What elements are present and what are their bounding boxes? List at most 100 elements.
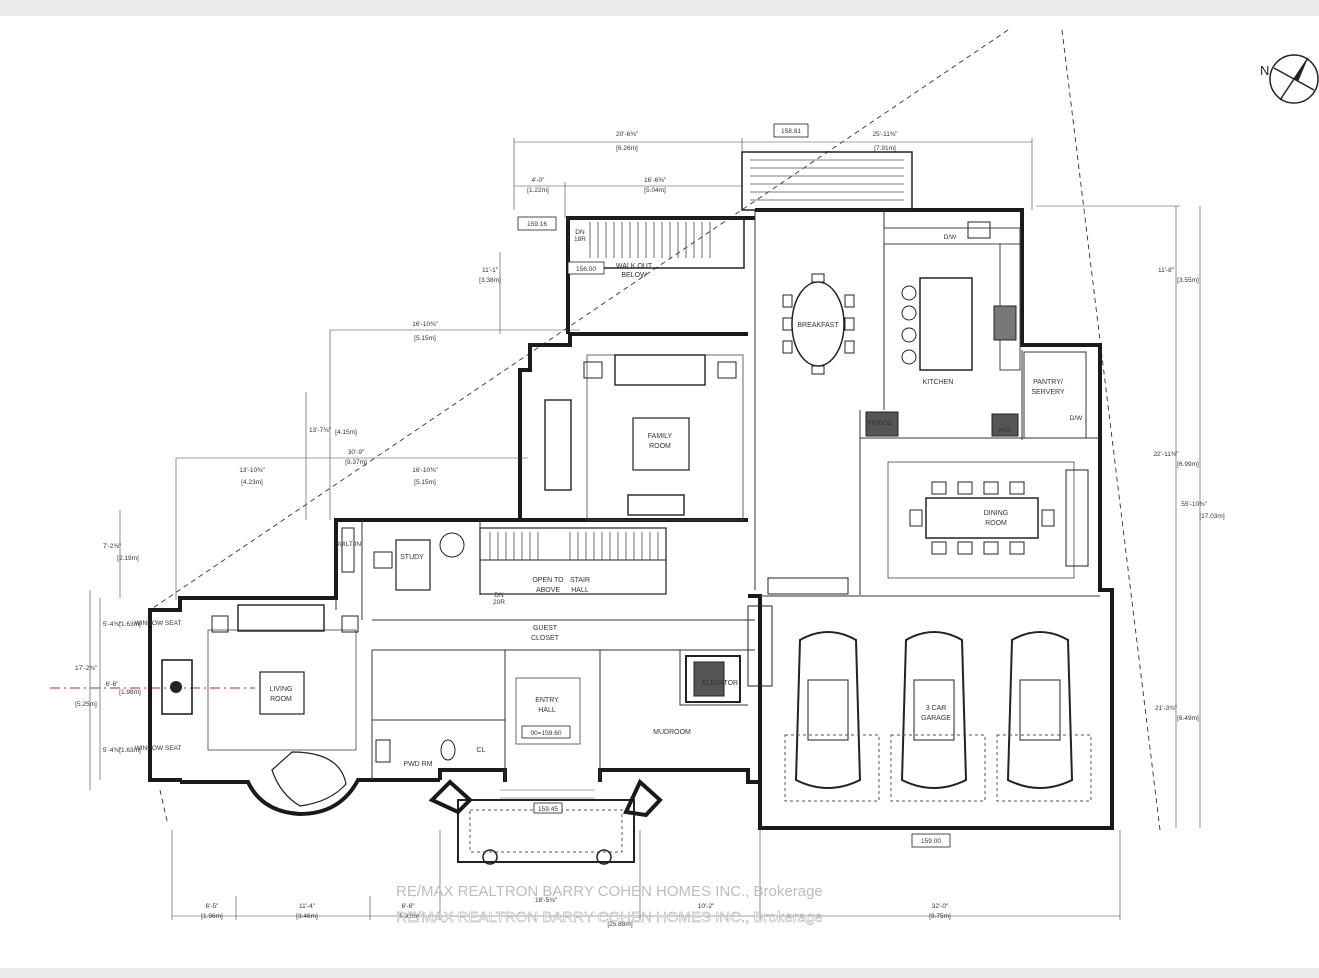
dim-30-9: 30'-9" bbox=[348, 449, 365, 456]
dim-32-0m: [9.75m] bbox=[929, 913, 951, 920]
garage-label-1: 3 CAR bbox=[926, 705, 947, 712]
dim-4-0m: [1.22m] bbox=[527, 187, 549, 194]
entry-rug bbox=[515, 677, 581, 745]
dim-16-6m: [5.04m] bbox=[644, 187, 666, 194]
window-seat-top: WINDOW SEAT bbox=[135, 620, 182, 627]
dim-7-2m: [2.19m] bbox=[117, 555, 139, 562]
walkout-elevation: 156.00 bbox=[576, 266, 596, 273]
dim-6-6am: [1.98m] bbox=[119, 689, 141, 696]
dim-6-6b: 6'-6" bbox=[402, 903, 416, 910]
guest-closet-label-2: CLOSET bbox=[531, 635, 560, 642]
study-label: STUDY bbox=[400, 554, 424, 561]
dim-55-10: 55'-10⅜" bbox=[1181, 501, 1207, 508]
dim-17-2m: [5.25m] bbox=[75, 701, 97, 708]
rear-deck-stairs: 158.81 bbox=[741, 123, 913, 211]
window-seat-bottom: WINDOW SEAT bbox=[135, 745, 182, 752]
entry-elevation-box bbox=[521, 725, 571, 739]
dim-32-0: 32'-0" bbox=[932, 903, 949, 910]
garage-label-2: GARAGE bbox=[921, 715, 951, 722]
built-in-label: BUILT-IN bbox=[335, 541, 362, 548]
dim-18-5: 18'-5⅜" bbox=[535, 897, 558, 904]
toilet-icon bbox=[440, 739, 456, 761]
north-label: N bbox=[1260, 63, 1269, 78]
north-arrow-icon: N bbox=[1260, 54, 1319, 104]
breakfast-label: BREAKFAST bbox=[797, 322, 839, 329]
dim-20-6m: [6.26m] bbox=[616, 145, 638, 152]
cl-label: CL bbox=[477, 747, 486, 754]
dim-13-7: 13'-7⅜" bbox=[309, 427, 332, 434]
dining-label-2: ROOM bbox=[985, 520, 1007, 527]
family-room-furniture bbox=[544, 354, 744, 521]
dim-25-11m: [7.91m] bbox=[874, 145, 896, 152]
dim-10-2: 10'-2" bbox=[698, 903, 715, 910]
dimension-lines bbox=[89, 138, 1201, 920]
pwd-label: PWD RM bbox=[403, 761, 432, 768]
dn-count: 18R bbox=[574, 236, 586, 243]
dim-5-4bm: [1.63m] bbox=[119, 747, 141, 754]
dim-6-5: 6'-5" bbox=[206, 903, 220, 910]
stair-elevation: 159.16 bbox=[527, 221, 547, 228]
dim-30-9m: [9.37m] bbox=[345, 459, 367, 466]
pantry-label-1: PANTRY/ bbox=[1033, 379, 1063, 386]
stair-hall-label-1: STAIR bbox=[570, 577, 590, 584]
dim-11-8m: [3.55m] bbox=[1177, 277, 1199, 284]
dim-25-11: 25'-11⅜" bbox=[872, 131, 898, 138]
dim-11-4m: [3.46m] bbox=[296, 913, 318, 920]
top-elevation: 158.81 bbox=[781, 128, 801, 135]
elevator-shaft bbox=[685, 655, 741, 703]
dining-table bbox=[767, 461, 1089, 595]
open-above-label-1: OPEN TO bbox=[532, 577, 564, 584]
dim-5-4am: [1.63m] bbox=[119, 621, 141, 628]
dw-label-2: D/W bbox=[1070, 415, 1084, 422]
living-room-furniture bbox=[161, 604, 359, 807]
dn2-count: 20R bbox=[493, 599, 505, 606]
garage-cars bbox=[747, 605, 1092, 802]
stair-hall-label-2: HALL bbox=[571, 587, 589, 594]
pantry-counter bbox=[1023, 351, 1087, 439]
elevator-car bbox=[693, 661, 725, 697]
walkout-label-2: BELOW bbox=[621, 272, 647, 279]
dim-13-10m: [4.23m] bbox=[241, 479, 263, 486]
dim-22-11m: [6.99m] bbox=[1177, 461, 1199, 468]
floor-plan: N bbox=[0, 16, 1319, 968]
porch-elevation: 159.45 bbox=[538, 806, 558, 813]
dim-22-11: 22'-11⅜" bbox=[1153, 451, 1179, 458]
dim-6-5m: [1.96m] bbox=[201, 913, 223, 920]
dim-16-6: 16'-6⅜" bbox=[644, 177, 667, 184]
wo-label: W/O bbox=[998, 427, 1011, 434]
watermark-shadow: RE/MAX REALTRON BARRY COHEN HOMES INC., … bbox=[396, 883, 823, 900]
walkout-label-1: WALK OUT bbox=[616, 263, 653, 270]
kitchen-island bbox=[865, 221, 1021, 437]
dim-7-2: 7'-2⅜" bbox=[103, 543, 122, 550]
kitchen-label: KITCHEN bbox=[923, 379, 954, 386]
property-lines bbox=[50, 29, 1161, 831]
floor-plan-frame: N bbox=[0, 16, 1319, 968]
family-label-1: FAMILY bbox=[648, 433, 673, 440]
entry-elevation: 00=159.60 bbox=[531, 730, 562, 737]
dw-label-1: D/W bbox=[944, 234, 958, 241]
dim-5-4a: 5'-4⅜" bbox=[103, 621, 122, 628]
garage-elevation-box bbox=[911, 833, 951, 848]
dim-11-4: 11'-4" bbox=[299, 903, 316, 910]
dim-17-2: 17'-2⅜" bbox=[75, 665, 98, 672]
dim-5-4b: 5'-4⅜" bbox=[103, 747, 122, 754]
pantry-label-2: SERVERY bbox=[1031, 389, 1065, 396]
dim-16-10bm: [5.15m] bbox=[414, 479, 436, 486]
dim-11-1m: [3.38m] bbox=[479, 277, 501, 284]
elevator-label: ELEVATOR bbox=[702, 680, 738, 687]
walkout-stairs: 159.16 156.00 DN 18R WALK OUT BELOW bbox=[517, 216, 745, 279]
main-stair bbox=[479, 527, 667, 595]
dim-16-10am: [5.15m] bbox=[414, 335, 436, 342]
watermark: RE/MAX REALTRON BARRY COHEN HOMES INC., … bbox=[396, 909, 823, 926]
dn-label: DN bbox=[575, 229, 585, 236]
garage-elevation: 159.00 bbox=[921, 838, 941, 845]
open-above-label-2: ABOVE bbox=[536, 587, 560, 594]
dim-25-88: [25.88m] bbox=[607, 921, 632, 928]
dim-4-0: 4'-0" bbox=[532, 177, 546, 184]
dining-label-1: DINING bbox=[984, 510, 1009, 517]
living-label-1: LIVING bbox=[270, 686, 293, 693]
family-label-2: ROOM bbox=[649, 443, 671, 450]
dim-21-3m: [6.49m] bbox=[1177, 715, 1199, 722]
guest-closet-label-1: GUEST bbox=[533, 625, 558, 632]
fridge-label: FRIDGE bbox=[868, 420, 893, 427]
